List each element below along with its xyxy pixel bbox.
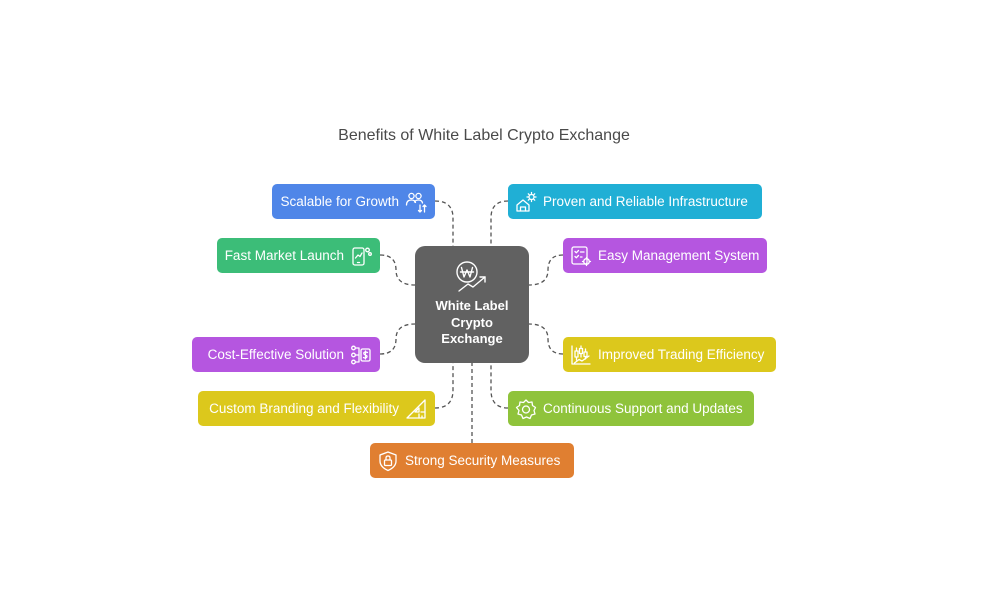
node-fast-market-launch: Fast Market Launch (217, 238, 380, 273)
connector-trading (528, 323, 564, 355)
money-flow-icon (350, 344, 372, 366)
connector-management (528, 254, 564, 286)
users-arrows-icon (405, 191, 427, 213)
shield-lock-icon (377, 450, 399, 472)
connector-infrastructure (490, 200, 509, 246)
diagram-title: Benefits of White Label Crypto Exchange (338, 127, 630, 144)
gear-badge-icon (515, 398, 537, 420)
center-label-line-3: Exchange (441, 331, 503, 346)
node-scalable-for-growth: Scalable for Growth (272, 184, 435, 219)
candlestick-icon (570, 344, 592, 366)
server-gear-icon (515, 191, 537, 213)
node-label: Fast Market Launch (224, 248, 344, 263)
center-hub: White Label Crypto Exchange (415, 246, 529, 363)
node-label: Continuous Support and Updates (543, 401, 743, 416)
node-continuous-support-and-updates: Continuous Support and Updates (508, 391, 754, 426)
node-label: Cost-Effective Solution (207, 347, 344, 362)
node-easy-management-system: Easy Management System (563, 238, 767, 273)
node-proven-and-reliable-infrastructure: Proven and Reliable Infrastructure (508, 184, 762, 219)
node-label: Improved Trading Efficiency (598, 347, 765, 362)
node-custom-branding-and-flexibility: Custom Branding and Flexibility (198, 391, 435, 426)
ruler-corner-icon (405, 398, 427, 420)
connector-custom-branding (434, 363, 454, 409)
connector-support (490, 363, 509, 409)
node-strong-security-measures: Strong Security Measures (370, 443, 574, 478)
node-label: Easy Management System (598, 248, 760, 263)
won-coin-growth-icon (452, 259, 492, 300)
mobile-chart-icon (350, 245, 372, 267)
center-label-line-1: White Label (435, 298, 509, 313)
node-label: Custom Branding and Flexibility (209, 401, 399, 416)
connector-cost-effective (379, 323, 416, 355)
node-cost-effective-solution: Cost-Effective Solution (192, 337, 380, 372)
checklist-gear-icon (570, 245, 592, 267)
node-label: Scalable for Growth (280, 194, 399, 209)
connector-scalable (434, 200, 454, 246)
node-improved-trading-efficiency: Improved Trading Efficiency (563, 337, 776, 372)
node-label: Proven and Reliable Infrastructure (543, 194, 748, 209)
node-label: Strong Security Measures (405, 453, 561, 468)
connector-fast-launch (379, 254, 416, 286)
center-label-line-2: Crypto (451, 314, 493, 330)
